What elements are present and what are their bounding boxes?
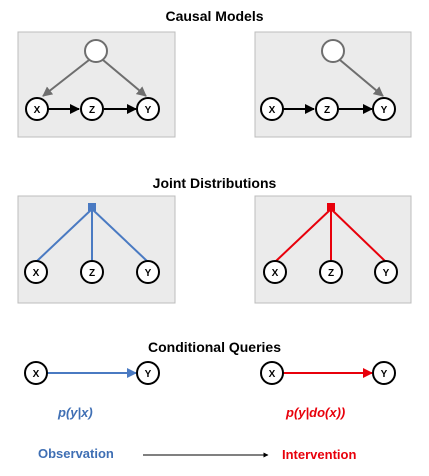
node-y-label: Y — [145, 105, 152, 116]
node-x — [25, 97, 49, 121]
causal-models-heading: Causal Models — [165, 8, 264, 24]
node-y — [136, 361, 160, 385]
latent-node — [84, 39, 108, 63]
causal-model-observational: X Z Y — [17, 31, 176, 138]
observation-label: Observation — [38, 446, 114, 461]
node-z — [80, 97, 104, 121]
node-x-label: X — [33, 268, 40, 279]
node-z-label: Z — [328, 268, 334, 279]
node-x-label: X — [33, 369, 40, 380]
node-y — [136, 260, 160, 284]
node-y — [374, 260, 398, 284]
node-z — [319, 260, 343, 284]
node-x-label: X — [34, 105, 41, 116]
edge-u-to-y — [102, 59, 147, 97]
node-y-label: Y — [145, 369, 152, 380]
node-x-label: X — [269, 105, 276, 116]
node-y — [136, 97, 160, 121]
node-y-label: Y — [145, 268, 152, 279]
node-x-label: X — [269, 369, 276, 380]
joint-distribution-observational: X Z Y — [17, 195, 176, 304]
node-z-label: Z — [89, 268, 95, 279]
node-z-label: Z — [89, 105, 95, 116]
node-x — [260, 361, 284, 385]
factor-edge-x — [275, 208, 332, 262]
conditional-queries-heading: Conditional Queries — [147, 339, 281, 355]
node-y-label: Y — [383, 268, 390, 279]
intervention-label: Intervention — [282, 447, 357, 462]
factor-node — [327, 203, 335, 211]
node-x — [263, 260, 287, 284]
joint-distribution-interventional: X Z Y — [254, 195, 412, 304]
node-y — [372, 361, 396, 385]
node-z-label: Z — [324, 105, 330, 116]
node-x-label: X — [272, 268, 279, 279]
causal-model-interventional: X Z Y — [254, 31, 412, 138]
factor-edge-x — [36, 208, 93, 262]
node-z — [315, 97, 339, 121]
factor-edge-y — [330, 208, 386, 262]
node-x — [24, 361, 48, 385]
factor-edge-y — [91, 208, 148, 262]
query-observational: X Y — [24, 361, 160, 385]
node-y-label: Y — [381, 369, 388, 380]
edge-u-to-x — [42, 59, 90, 97]
node-z — [80, 260, 104, 284]
node-y — [372, 97, 396, 121]
edge-u-to-y — [339, 59, 384, 97]
latent-node — [321, 39, 345, 63]
factor-node — [88, 203, 96, 211]
node-x — [260, 97, 284, 121]
panel-background — [254, 195, 412, 304]
node-x — [24, 260, 48, 284]
observational-query-label: p(y|x) — [58, 405, 93, 420]
interventional-query-label: p(y|do(x)) — [286, 405, 346, 420]
joint-distributions-heading: Joint Distributions — [152, 175, 277, 191]
query-interventional: X Y — [260, 361, 396, 385]
node-y-label: Y — [381, 105, 388, 116]
